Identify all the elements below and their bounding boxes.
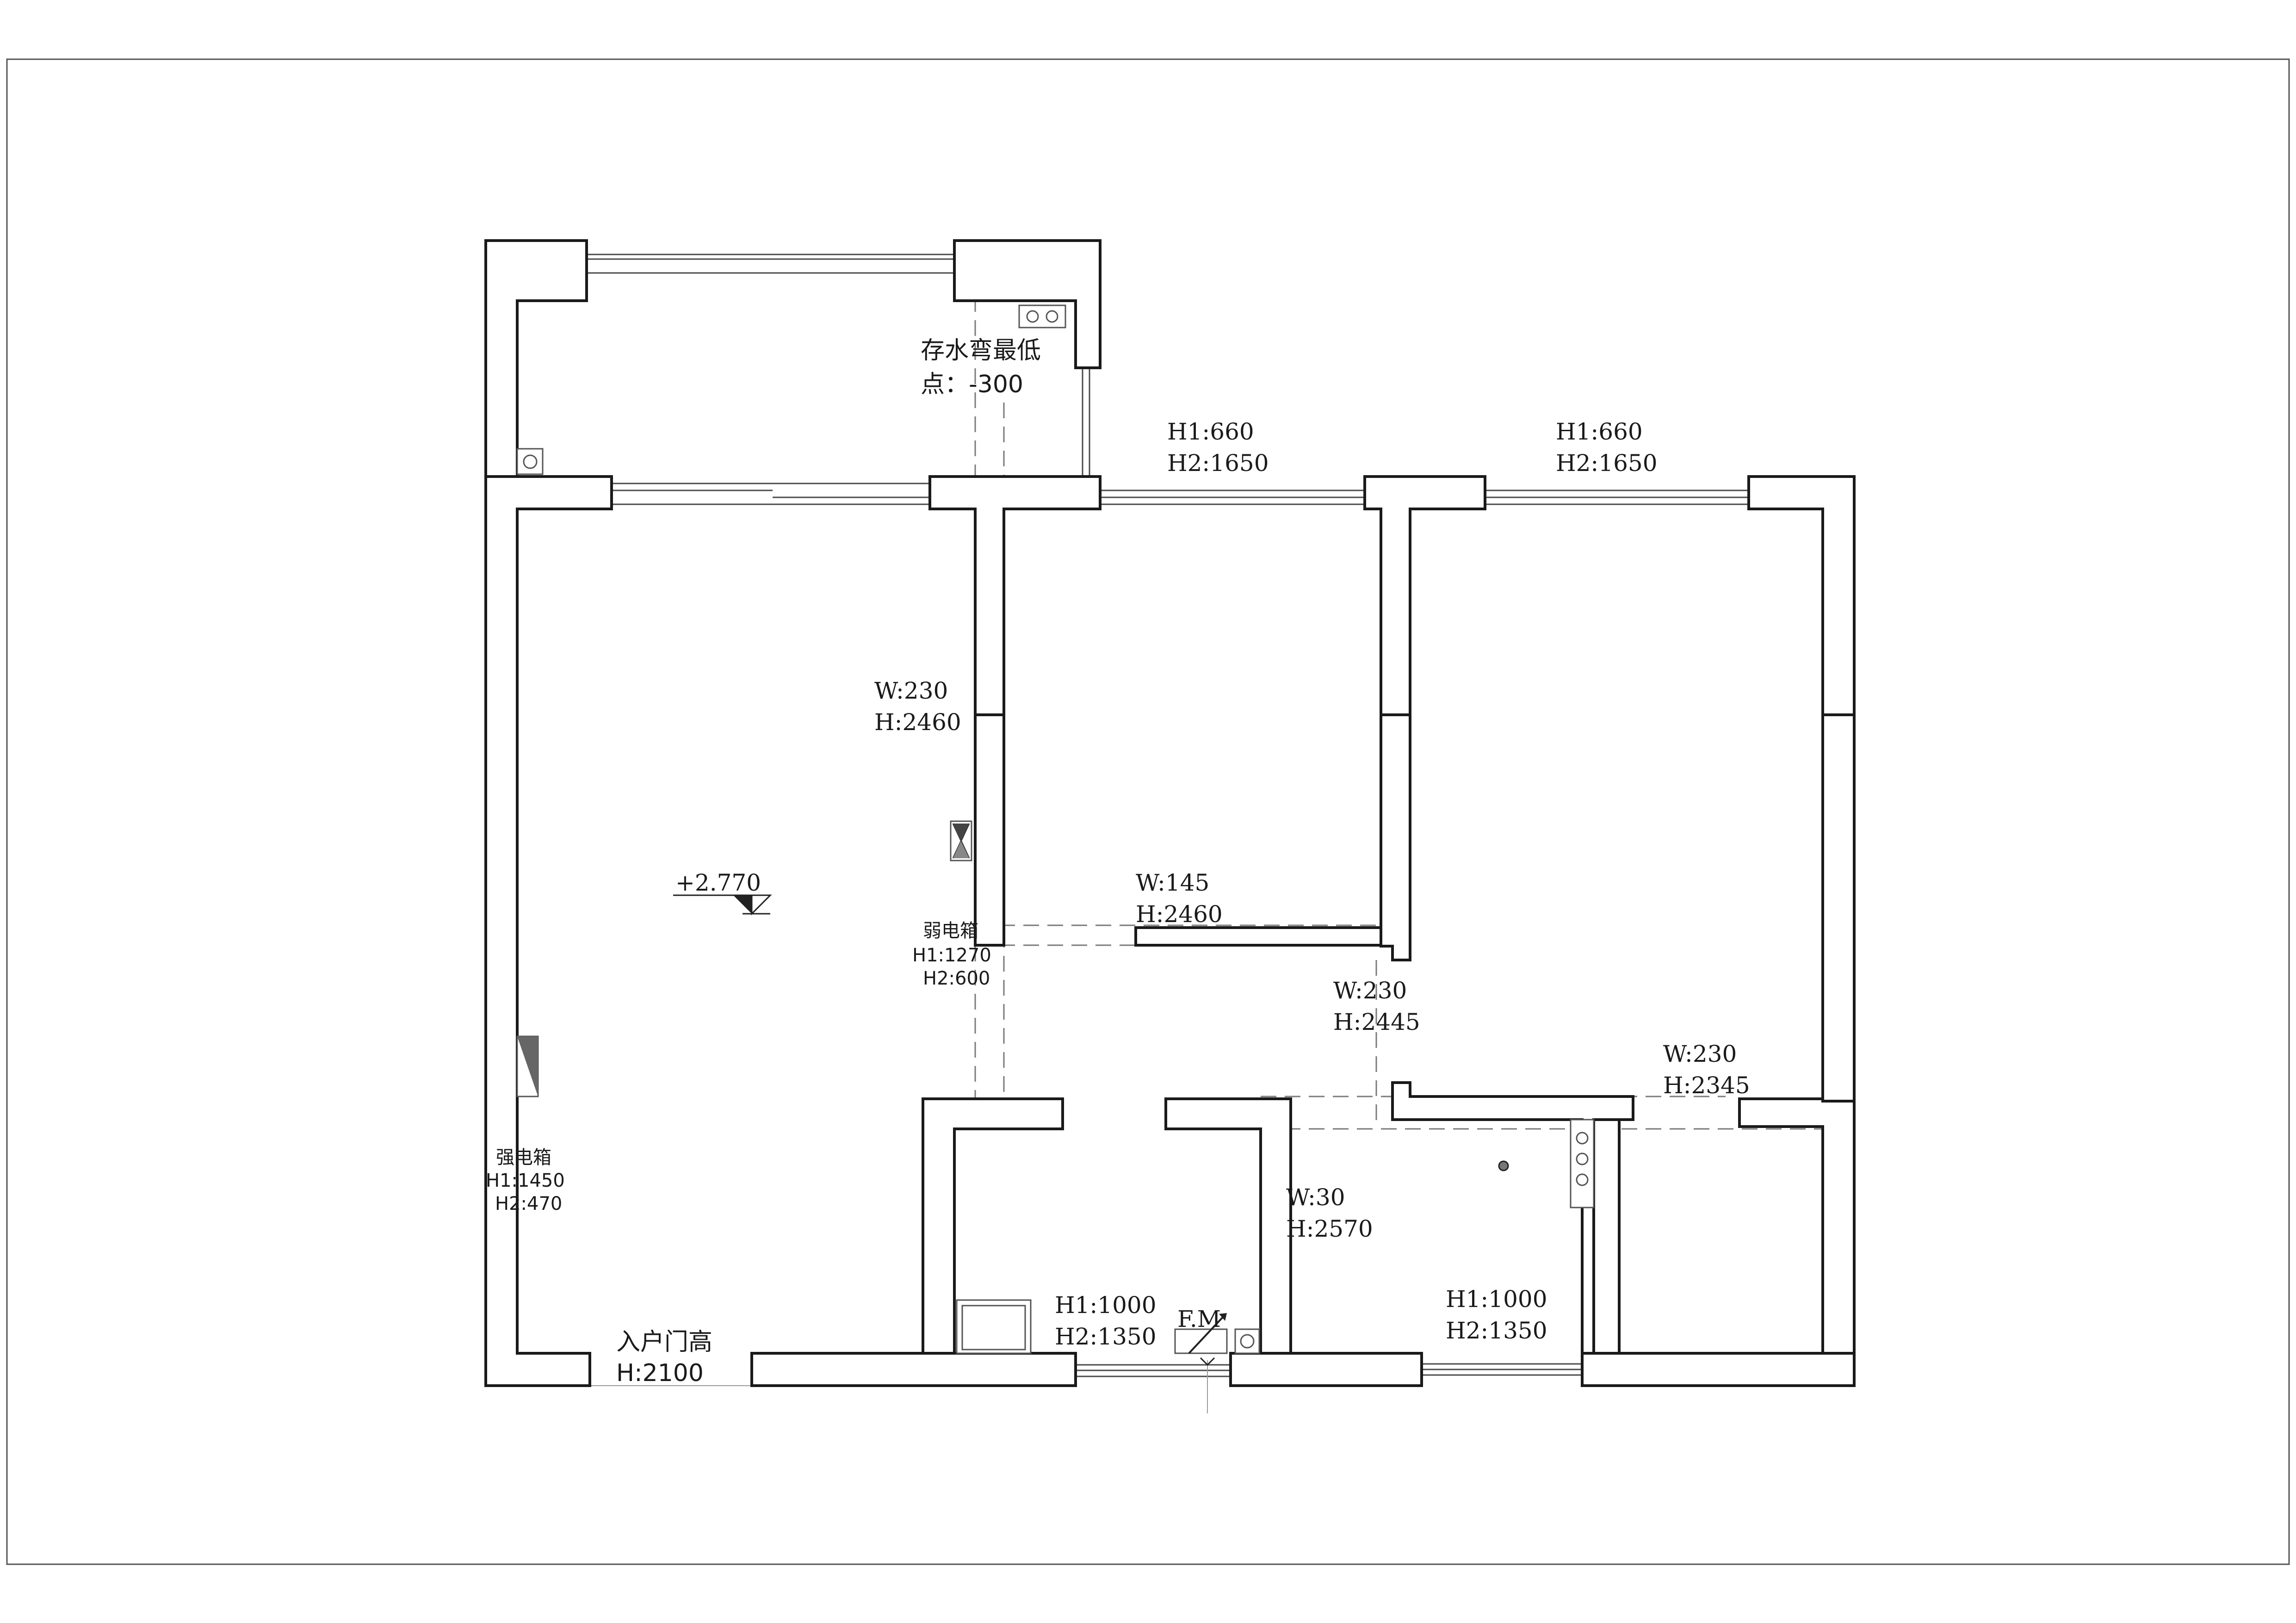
- door5-height: H:2570: [1286, 1215, 1373, 1242]
- entry-door-label: 入户门高: [616, 1328, 712, 1356]
- weak-box-h1: H1:1270: [912, 945, 991, 966]
- level-marker-symbol: [673, 894, 772, 916]
- strong-box-h2: H2:470: [495, 1193, 562, 1214]
- trap-low-point-label: 存水弯最低: [921, 337, 1041, 365]
- annotations: 存水弯最低 点：-300 H1:660 H2:1650 H1:660 H2:16…: [486, 337, 1750, 1387]
- fm-label: F.M: [1177, 1306, 1221, 1332]
- floor-level: +2.770: [675, 869, 761, 896]
- sheet-border: [6, 58, 2290, 1565]
- trap-low-point-value: 点：-300: [921, 371, 1023, 398]
- top-window1-h2: H2:1650: [1167, 450, 1269, 477]
- walls: [484, 239, 1856, 1387]
- strong-box-h1: H1:1450: [486, 1170, 565, 1191]
- strong-electric-box-symbol: [516, 1035, 539, 1097]
- bottom-window1-h1: H1:1000: [1055, 1292, 1157, 1319]
- door2-height: H:2460: [1136, 901, 1223, 928]
- fm-meter-symbol: [1174, 1313, 1228, 1366]
- top-window2-h1: H1:660: [1556, 418, 1643, 445]
- strong-box-name: 强电箱: [496, 1147, 551, 1168]
- door4-height: H:2345: [1663, 1072, 1750, 1099]
- door4-width: W:230: [1663, 1041, 1737, 1067]
- door3-height: H:2445: [1333, 1009, 1420, 1035]
- bottom-window2-h1: H1:1000: [1446, 1286, 1547, 1313]
- door2-width: W:145: [1136, 869, 1209, 896]
- bottom-window2-h2: H2:1350: [1446, 1317, 1547, 1344]
- entry-door-height: H:2100: [616, 1359, 704, 1387]
- weak-box-name: 弱电箱: [923, 920, 978, 942]
- door3-width: W:230: [1333, 977, 1407, 1004]
- door5-width: W:30: [1286, 1184, 1345, 1211]
- top-window1-h1: H1:660: [1167, 418, 1254, 445]
- weak-electric-box-symbol: [950, 820, 972, 861]
- top-window2-h2: H2:1650: [1556, 450, 1658, 477]
- fixtures: [516, 304, 1595, 1366]
- bottom-window1-h2: H2:1350: [1055, 1323, 1157, 1350]
- door1-height: H:2460: [874, 709, 961, 736]
- door1-width: W:230: [874, 677, 948, 704]
- weak-box-h2: H2:600: [923, 968, 990, 989]
